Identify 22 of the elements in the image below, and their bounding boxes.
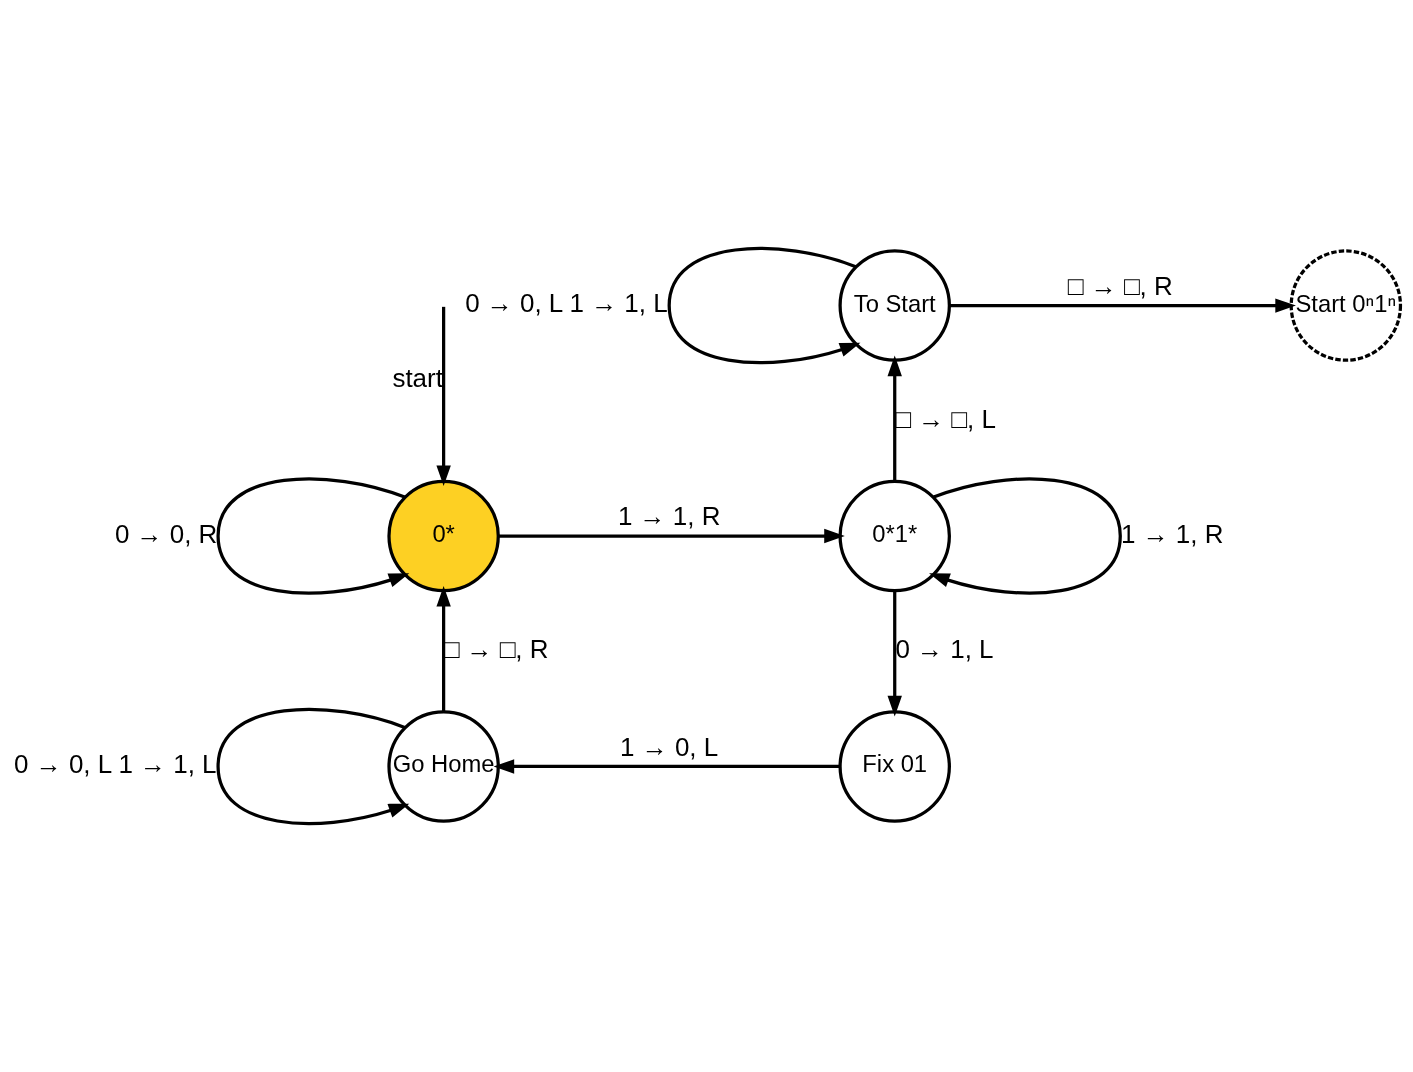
- arrow: [436, 586, 451, 712]
- arrow: [667, 246, 861, 365]
- edge-label: 0 → 0, R: [114, 518, 218, 549]
- node-circle: Start 0ⁿ1ⁿ: [1289, 249, 1403, 362]
- node-circle: Fix 01: [838, 710, 951, 823]
- arrow: [216, 477, 410, 595]
- edge-label: 1 → 1, R: [617, 501, 721, 532]
- edge-label: □ → □, R: [1067, 270, 1173, 301]
- edge-label: 1 → 1, R: [1121, 518, 1224, 549]
- arrow: [929, 477, 1122, 595]
- arrow: [887, 355, 902, 482]
- arrow: [436, 306, 451, 487]
- arrow: [498, 528, 845, 544]
- arrow: [216, 707, 410, 826]
- edge-label: 0 → 0, L 1 → 1, L: [14, 749, 217, 780]
- edge-label: 0 → 1, L: [895, 633, 994, 664]
- arrow: [887, 590, 902, 717]
- edge-label: start: [392, 362, 443, 393]
- edge-label: 0 → 0, L 1 → 1, L: [465, 288, 668, 319]
- edge-label: 1 → 0, L: [620, 731, 719, 762]
- arrow: [949, 298, 1296, 313]
- arrow: [493, 759, 840, 774]
